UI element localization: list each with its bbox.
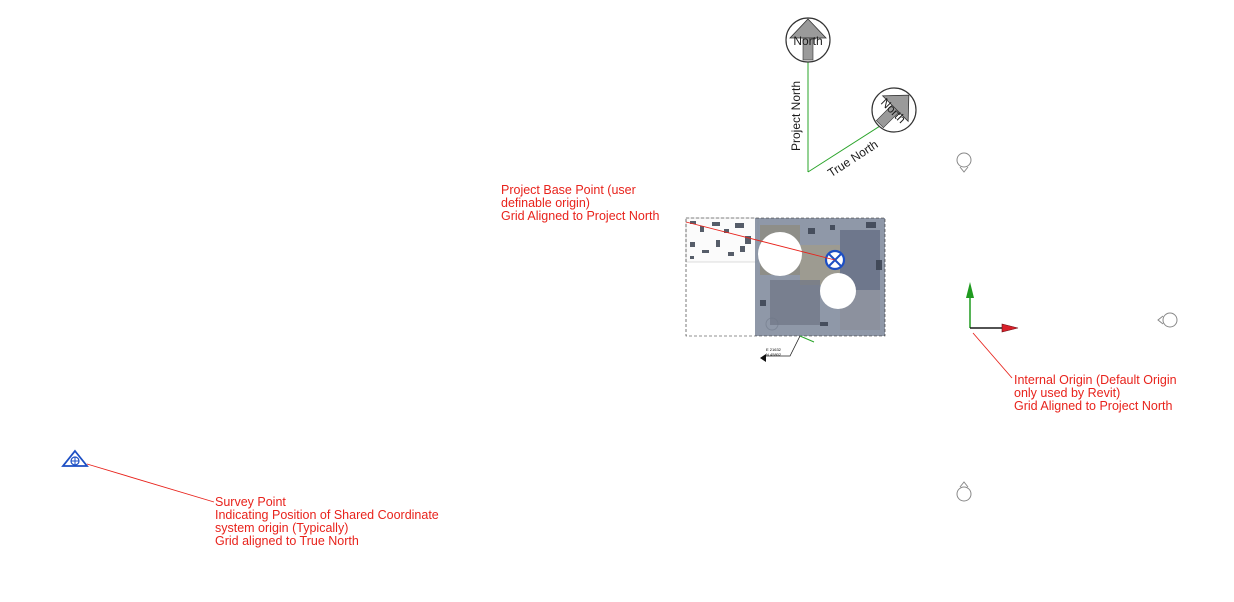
view-marker-right — [1157, 312, 1178, 328]
point-cloud-plan — [685, 217, 886, 337]
note-line: definable origin) — [501, 196, 590, 210]
leader-project-base-point — [685, 221, 836, 261]
note-line: only used by Revit) — [1014, 386, 1121, 400]
internal-origin-x-arrow — [1001, 323, 1019, 333]
survey-point-note: Survey Point Indicating Position of Shar… — [215, 496, 439, 548]
note-line: Indicating Position of Shared Coordinate — [215, 508, 439, 522]
note-line: Grid Aligned to Project North — [501, 209, 660, 223]
note-line: Grid aligned to True North — [215, 534, 359, 548]
project-base-point-note: Project Base Point (user definable origi… — [501, 184, 659, 223]
true-north-line — [807, 125, 881, 173]
note-line: Internal Origin (Default Origin — [1014, 373, 1177, 387]
view-marker-bottom — [956, 481, 972, 502]
survey-point[interactable] — [61, 449, 89, 467]
internal-origin[interactable] — [966, 282, 1019, 333]
note-line: Grid Aligned to Project North — [1014, 399, 1173, 413]
internal-origin-y-arrow — [966, 282, 974, 298]
true-north-symbol[interactable]: North — [863, 79, 925, 141]
spot-coordinate-tag[interactable]: E 21632 N 45802 — [760, 335, 815, 362]
internal-origin-note: Internal Origin (Default Origin only use… — [1014, 374, 1177, 413]
leader-survey-point — [86, 463, 215, 503]
note-line: Survey Point — [215, 495, 286, 509]
annotation-leaders — [86, 221, 1013, 503]
project-north-label: Project North — [789, 81, 803, 151]
view-marker-top — [956, 152, 972, 173]
spot-coordinate-easting: E 21632 — [766, 347, 782, 352]
project-north-symbol[interactable]: North — [785, 17, 831, 63]
north-indicators: North North Project North True North — [785, 17, 925, 180]
note-line: system origin (Typically) — [215, 521, 349, 535]
note-line: Project Base Point (user — [501, 183, 636, 197]
project-north-symbol-label: North — [793, 34, 822, 48]
spot-coordinate-northing: N 45802 — [766, 352, 782, 357]
leader-internal-origin — [972, 332, 1013, 379]
